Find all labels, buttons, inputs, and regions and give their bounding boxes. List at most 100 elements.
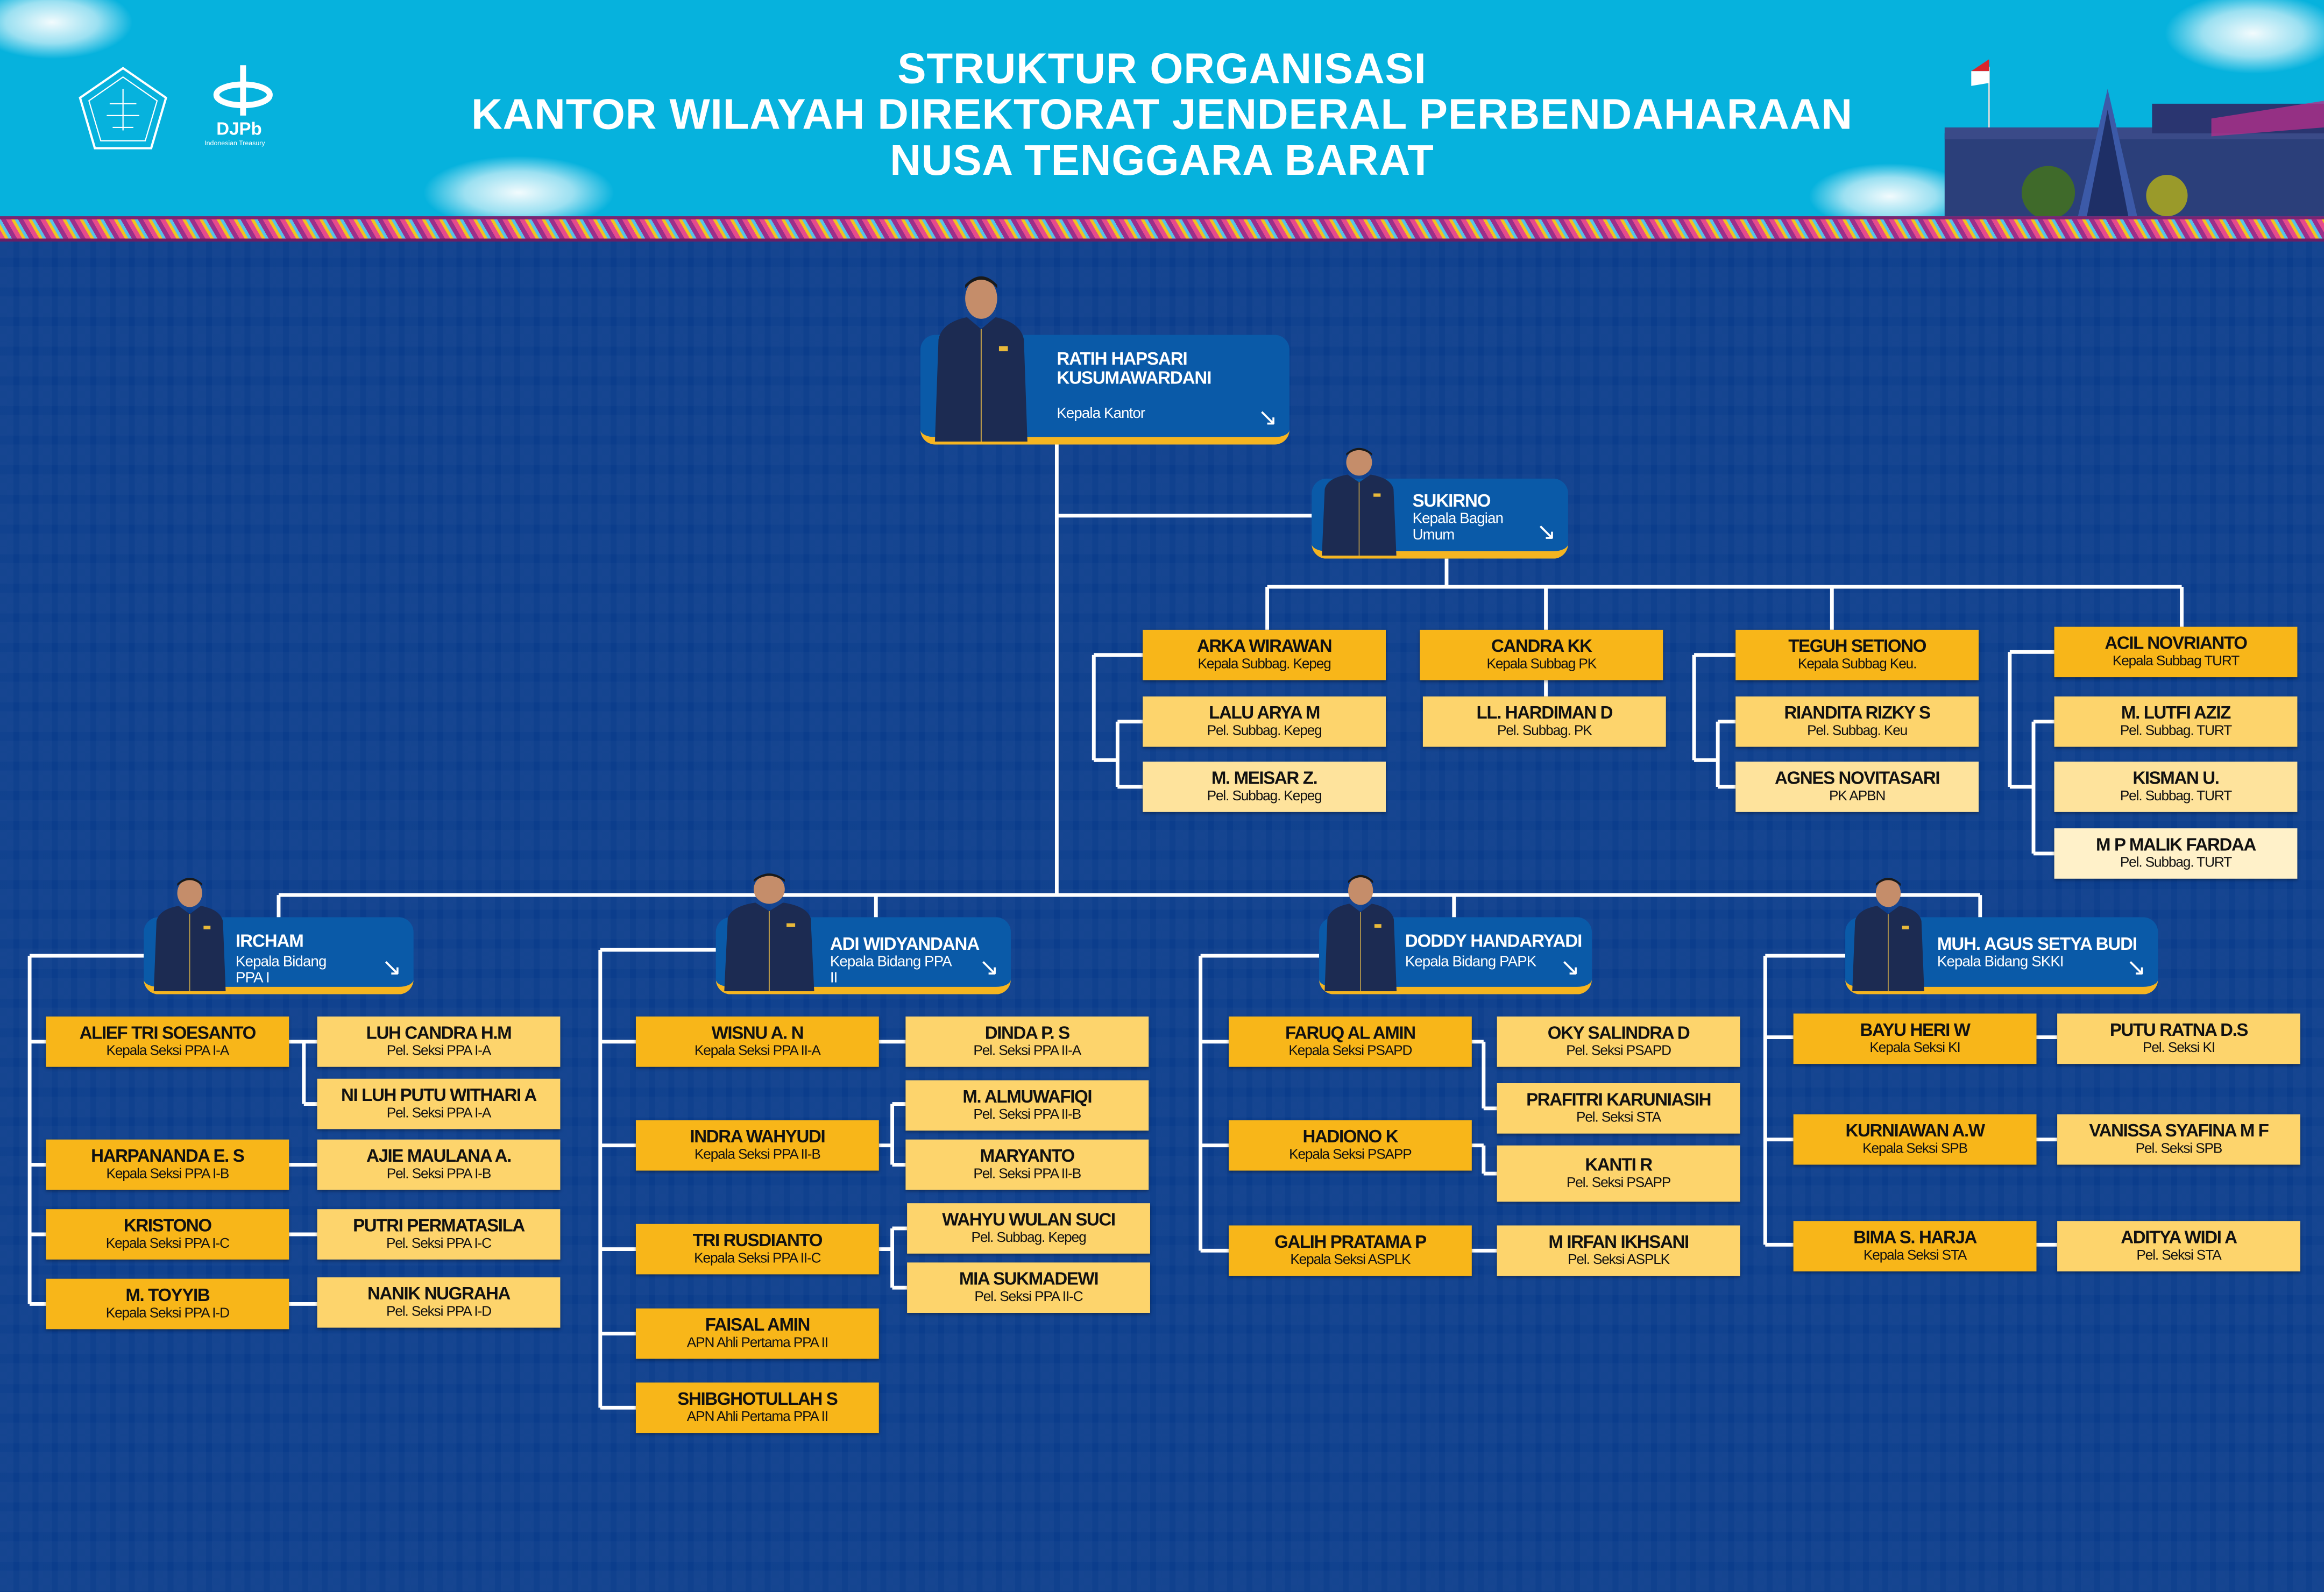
- staff-title: Pel. Subbag. Kepeg: [971, 1229, 1087, 1247]
- staff-title: Kepala Seksi PSAPD: [1288, 1043, 1412, 1060]
- staff-name: M. LUTFI AZIZ: [2121, 702, 2231, 723]
- arrow-down-right-icon[interactable]: ↘: [2126, 956, 2146, 981]
- staff-title: Pel. Seksi PPA I-A: [386, 1105, 492, 1122]
- leader-name: DODDY HANDARYADI: [1405, 930, 1582, 951]
- staff-title: Kepala Seksi KI: [1869, 1040, 1960, 1057]
- staff-name: BIMA S. HARJA: [1853, 1227, 1977, 1248]
- staff-name: WAHYU WULAN SUCI: [942, 1209, 1116, 1230]
- staff-title: PK APBN: [1829, 788, 1886, 805]
- staff-title: Pel. Seksi PSAPP: [1566, 1175, 1671, 1192]
- cloud-decoration: [1808, 163, 1972, 217]
- staff-title: Pel. Seksi PSAPD: [1566, 1043, 1671, 1060]
- staff-title: Pel. Seksi PPA II-A: [973, 1043, 1081, 1060]
- staff-name: PRAFITRI KARUNIASIH: [1526, 1089, 1711, 1110]
- arrow-down-right-icon[interactable]: ↘: [1560, 956, 1580, 981]
- djpb-logo-icon: [213, 65, 273, 116]
- staff-name: ACIL NOVRIANTO: [2105, 632, 2248, 653]
- staff-card[interactable]: KISMAN U.Pel. Subbag. TURT: [2054, 762, 2298, 812]
- staff-title: Pel. Seksi PPA I-B: [386, 1166, 492, 1183]
- staff-title: Pel. Seksi ASPLK: [1568, 1252, 1670, 1269]
- staff-name: MARYANTO: [980, 1145, 1075, 1167]
- staff-title: Pel. Seksi PPA I-C: [386, 1235, 492, 1253]
- leader-name: MUH. AGUS SETYA BUDI: [1937, 933, 2137, 955]
- staff-title: Pel. Subbag. TURT: [2120, 723, 2232, 740]
- staff-title: Kepala Seksi PPA I-C: [105, 1235, 230, 1253]
- portrait-photo: [934, 276, 1028, 442]
- title-line-2: KANTOR WILAYAH DIREKTORAT JENDERAL PERBE…: [471, 91, 1853, 139]
- leader-title: Kepala Kantor: [1057, 406, 1145, 423]
- leader-name: SUKIRNO: [1412, 490, 1491, 511]
- staff-name: FAISAL AMIN: [705, 1314, 811, 1335]
- arrow-down-right-icon[interactable]: ↘: [381, 956, 402, 981]
- staff-name: WISNU A. N: [711, 1022, 804, 1043]
- staff-title: Pel. Subbag. Kepeg: [1207, 723, 1322, 740]
- staff-name: GALIH PRATAMA P: [1274, 1231, 1427, 1253]
- arrow-down-right-icon[interactable]: ↘: [1257, 406, 1278, 431]
- leader-title: Kepala Bidang PAPK: [1405, 954, 1536, 971]
- staff-card[interactable]: M. MEISAR Z.Pel. Subbag. Kepeg: [1143, 762, 1386, 812]
- arrow-down-right-icon[interactable]: ↘: [1536, 520, 1556, 545]
- cloud-decoration: [2164, 0, 2324, 74]
- staff-title: Kepala Seksi PSAPP: [1289, 1147, 1412, 1163]
- leader-name: RATIH HAPSARI KUSUMAWARDANI: [1057, 348, 1211, 388]
- staff-title: Kepala Seksi PPA II-A: [694, 1043, 821, 1060]
- staff-title: Kepala Subbag PK: [1486, 656, 1597, 673]
- staff-name: SHIBGHOTULLAH S: [677, 1388, 838, 1410]
- staff-name: KURNIAWAN A.W: [1845, 1120, 1985, 1141]
- staff-title: Kepala Seksi PPA I-B: [106, 1166, 229, 1183]
- staff-name: AJIE MAULANA A.: [366, 1145, 512, 1167]
- arrow-down-right-icon[interactable]: ↘: [979, 956, 999, 981]
- staff-name: FARUQ AL AMIN: [1285, 1022, 1416, 1043]
- staff-title: Pel. Seksi PPA II-B: [973, 1107, 1081, 1124]
- staff-name: LALU ARYA M: [1209, 702, 1320, 723]
- staff-name: LL. HARDIMAN D: [1476, 702, 1613, 723]
- staff-name: PUTRI PERMATASILA: [353, 1215, 525, 1236]
- staff-title: Kepala Seksi STA: [1863, 1247, 1967, 1264]
- staff-title: Pel. Seksi SPB: [2135, 1141, 2223, 1157]
- staff-title: Pel. Subbag. Kepeg: [1207, 788, 1322, 805]
- leader-title: Kepala Bidang SKKI: [1937, 954, 2064, 971]
- staff-card[interactable]: AJIE MAULANA A.Pel. Seksi PPA I-B: [317, 1139, 561, 1190]
